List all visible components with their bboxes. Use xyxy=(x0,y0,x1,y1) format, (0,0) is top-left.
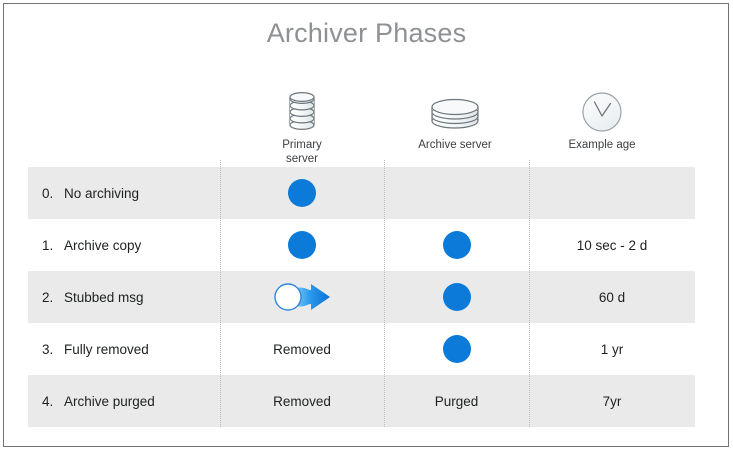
age-value: 7yr xyxy=(602,393,622,409)
phase-name-cell: 0. No archiving xyxy=(42,167,220,219)
column-header-primary-server: Primary server xyxy=(227,88,377,166)
phase-name-cell: 1. Archive copy xyxy=(42,219,220,271)
database-cylinder-short-icon xyxy=(380,88,530,134)
archive-server-cell xyxy=(384,323,529,375)
column-header-label: Example age xyxy=(568,139,636,151)
column-header-label: Archive server xyxy=(418,139,492,151)
stubbed-message-arrow-icon xyxy=(271,282,333,312)
phase-number: 1. xyxy=(42,237,54,253)
phase-label: Stubbed msg xyxy=(64,289,144,305)
status-dot-present-icon xyxy=(288,179,316,207)
column-divider xyxy=(529,160,530,427)
primary-server-cell: Removed xyxy=(220,375,384,427)
primary-value: Removed xyxy=(273,393,331,409)
phases-table: 0. No archiving 1. Archive copy xyxy=(28,167,695,427)
column-header-example-age: Example age xyxy=(527,88,677,152)
column-divider xyxy=(220,160,221,427)
example-age-cell: 60 d xyxy=(529,271,695,323)
archive-server-cell xyxy=(384,219,529,271)
phase-number: 0. xyxy=(42,185,54,201)
primary-server-cell: Removed xyxy=(220,323,384,375)
example-age-cell: 7yr xyxy=(529,375,695,427)
status-dot-present-icon xyxy=(442,283,471,311)
phase-number: 2. xyxy=(42,289,54,305)
age-value: 10 sec - 2 d xyxy=(576,237,648,253)
example-age-cell: 1 yr xyxy=(529,323,695,375)
phase-name-cell: 4. Archive purged xyxy=(42,375,220,427)
column-divider xyxy=(384,160,385,427)
table-row: 4. Archive purged Removed Purged 7yr xyxy=(28,375,695,427)
phase-label: Archive purged xyxy=(64,393,155,409)
phase-name-cell: 3. Fully removed xyxy=(42,323,220,375)
status-dot-present-icon xyxy=(442,231,471,259)
table-row: 3. Fully removed Removed 1 yr xyxy=(28,323,695,375)
phase-label: Archive copy xyxy=(64,237,142,253)
clock-icon xyxy=(527,88,677,134)
column-header-label: Primary server xyxy=(282,139,322,165)
phase-number: 4. xyxy=(42,393,54,409)
primary-server-cell xyxy=(220,219,384,271)
status-dot-present-icon xyxy=(288,231,316,259)
archive-server-cell xyxy=(384,167,529,219)
archive-server-cell xyxy=(384,271,529,323)
column-header-archive-server: Archive server xyxy=(380,88,530,152)
primary-server-cell xyxy=(220,271,384,323)
archive-value: Purged xyxy=(434,393,479,409)
age-value: 1 yr xyxy=(600,341,624,357)
example-age-cell: 10 sec - 2 d xyxy=(529,219,695,271)
table-row: 1. Archive copy 10 sec - 2 d xyxy=(28,219,695,271)
primary-server-cell xyxy=(220,167,384,219)
phase-number: 3. xyxy=(42,341,54,357)
example-age-cell xyxy=(529,167,695,219)
database-cylinder-tall-icon xyxy=(227,88,377,134)
phase-name-cell: 2. Stubbed msg xyxy=(42,271,220,323)
table-row: 0. No archiving xyxy=(28,167,695,219)
primary-value: Removed xyxy=(273,341,331,357)
phase-label: No archiving xyxy=(64,185,140,201)
age-value: 60 d xyxy=(598,289,626,305)
status-dot-present-icon xyxy=(442,335,471,363)
page-title: Archiver Phases xyxy=(266,18,467,48)
phase-label: Fully removed xyxy=(64,341,149,357)
archive-server-cell: Purged xyxy=(384,375,529,427)
table-row: 2. Stubbed msg xyxy=(28,271,695,323)
